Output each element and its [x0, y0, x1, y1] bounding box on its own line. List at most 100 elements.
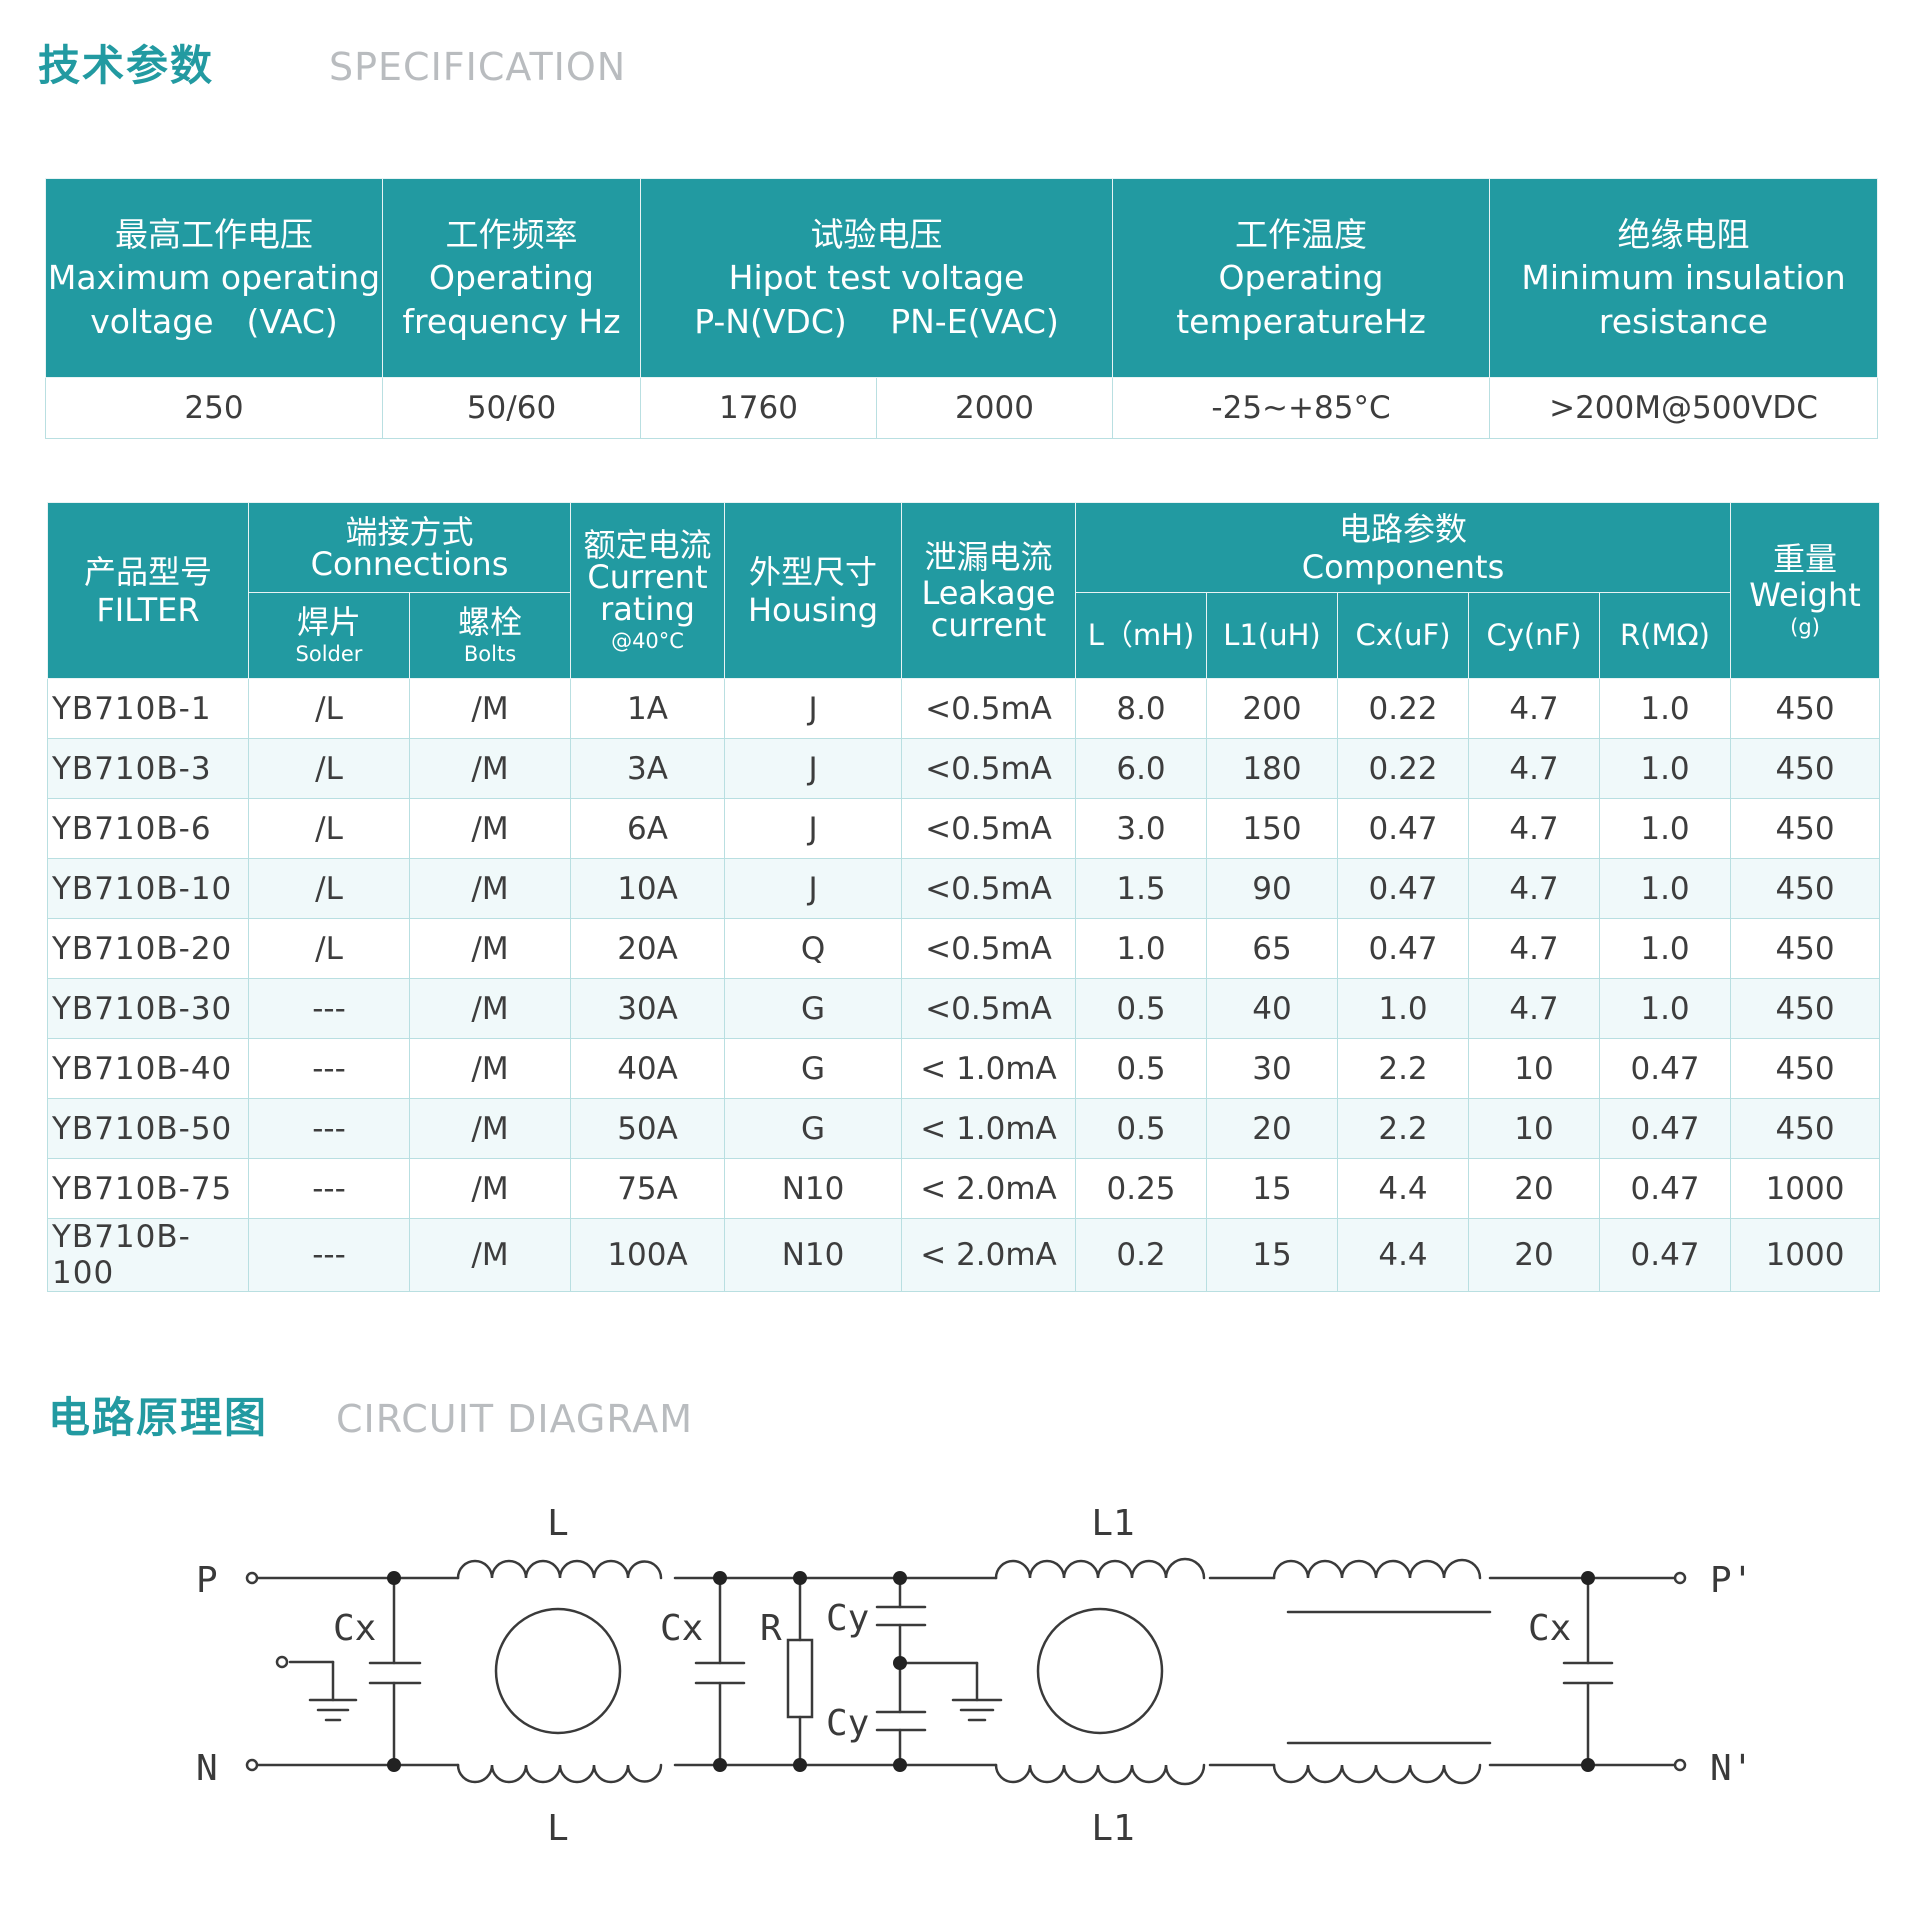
circuit-title-en: CIRCUIT DIAGRAM — [336, 1397, 693, 1441]
cell-cx: 0.47 — [1337, 918, 1470, 979]
label-p-out: P' — [1710, 1560, 1753, 1601]
header-housing: 外型尺寸 Housing — [724, 502, 903, 679]
header-l1: L1(uH) — [1206, 592, 1339, 679]
header-solder: 焊片 Solder — [248, 592, 410, 679]
cell-weight: 450 — [1730, 738, 1881, 799]
header-current: 额定电流 Current rating @40°C — [570, 502, 726, 679]
spec-title-en: SPECIFICATION — [329, 45, 627, 89]
cell-l1: 150 — [1206, 798, 1339, 859]
cell-l: 1.0 — [1075, 918, 1208, 979]
cell-current: 50A — [570, 1098, 726, 1159]
cell-current: 6A — [570, 798, 726, 859]
cell-cx: 2.2 — [1337, 1038, 1470, 1099]
cell-cy: 4.7 — [1468, 738, 1601, 799]
cell-l: 0.25 — [1075, 1158, 1208, 1219]
cell-l1: 20 — [1206, 1098, 1339, 1159]
spec-header-hipot: 试验电压 Hipot test voltage P-N(VDC) PN-E(VA… — [639, 178, 1114, 378]
cell-leakage: <0.5mA — [901, 858, 1077, 919]
cell-cy: 10 — [1468, 1038, 1601, 1099]
cell-r: 0.47 — [1599, 1038, 1732, 1099]
resistor-r — [786, 1638, 814, 1719]
cell-solder: --- — [248, 1098, 410, 1159]
cell-current: 40A — [570, 1038, 726, 1099]
cell-r: 1.0 — [1599, 978, 1732, 1039]
cell-housing: J — [724, 738, 903, 799]
cell-weight: 450 — [1730, 918, 1881, 979]
cell-solder: --- — [248, 1038, 410, 1099]
cell-cx: 4.4 — [1337, 1158, 1470, 1219]
cell-housing: G — [724, 978, 903, 1039]
spec-value-frequency: 50/60 — [382, 377, 641, 439]
cell-model: YB710B-3 — [47, 738, 249, 799]
cell-weight: 450 — [1730, 1038, 1881, 1099]
inductor-l-bottom — [456, 1763, 663, 1784]
cell-l: 0.5 — [1075, 1038, 1208, 1099]
header-connections: 端接方式 Connections — [247, 502, 572, 593]
cell-l1: 180 — [1206, 738, 1339, 799]
spec-table: 最高工作电压 Maximum operating voltage (VAC) 工… — [45, 178, 1879, 439]
spec-header-insulation: 绝缘电阻 Minimum insulation resistance — [1489, 178, 1879, 378]
cell-bolts: /M — [408, 1158, 572, 1219]
inductor-l1b-top — [1272, 1558, 1482, 1580]
cell-cy: 4.7 — [1468, 798, 1601, 859]
cell-weight: 450 — [1730, 678, 1881, 739]
cell-cy: 4.7 — [1468, 678, 1601, 739]
cell-model: YB710B-30 — [47, 978, 249, 1039]
cell-cy: 20 — [1468, 1158, 1601, 1219]
cell-r: 0.47 — [1599, 1218, 1732, 1292]
header-cy: Cy(nF) — [1468, 592, 1601, 679]
cell-leakage: <0.5mA — [901, 678, 1077, 739]
spec-value-insulation: >200M@500VDC — [1489, 377, 1879, 439]
cell-r: 1.0 — [1599, 918, 1732, 979]
terminal-n-out — [1673, 1758, 1687, 1772]
cell-weight: 450 — [1730, 1098, 1881, 1159]
header-weight: 重量 Weight (g) — [1730, 502, 1881, 679]
cell-l1: 65 — [1206, 918, 1339, 979]
cell-housing: G — [724, 1098, 903, 1159]
cell-bolts: /M — [408, 1098, 572, 1159]
cell-l: 0.5 — [1075, 978, 1208, 1039]
cell-current: 20A — [570, 918, 726, 979]
cell-r: 1.0 — [1599, 678, 1732, 739]
cell-weight: 1000 — [1730, 1218, 1881, 1292]
header-leakage: 泄漏电流 Leakage current — [901, 502, 1077, 679]
inductor-l1-bottom — [994, 1763, 1206, 1786]
cell-solder: --- — [248, 1218, 410, 1292]
cell-r: 0.47 — [1599, 1158, 1732, 1219]
cell-solder: /L — [248, 798, 410, 859]
core-circle-l1 — [1036, 1607, 1164, 1735]
cell-bolts: /M — [408, 1218, 572, 1292]
cell-solder: --- — [248, 1158, 410, 1219]
cell-current: 75A — [570, 1158, 726, 1219]
cell-l: 6.0 — [1075, 738, 1208, 799]
cell-cy: 20 — [1468, 1218, 1601, 1292]
cell-r: 1.0 — [1599, 858, 1732, 919]
label-cy-top: Cy — [826, 1598, 869, 1639]
label-cy-bottom: Cy — [826, 1703, 869, 1744]
cell-l: 3.0 — [1075, 798, 1208, 859]
cell-solder: /L — [248, 678, 410, 739]
label-l1-bottom: L1 — [1091, 1808, 1134, 1849]
cell-model: YB710B-20 — [47, 918, 249, 979]
label-cx-mid: Cx — [660, 1608, 703, 1649]
header-l: L（mH) — [1075, 592, 1208, 679]
cell-bolts: /M — [408, 918, 572, 979]
spec-header-voltage: 最高工作电压 Maximum operating voltage (VAC) — [45, 178, 383, 378]
header-r: R(MΩ) — [1599, 592, 1732, 679]
label-r: R — [760, 1608, 782, 1649]
cell-l1: 30 — [1206, 1038, 1339, 1099]
label-p: P — [196, 1560, 218, 1601]
cell-model: YB710B-6 — [47, 798, 249, 859]
spec-header-temperature: 工作温度 Operating temperatureHz — [1112, 178, 1491, 378]
cell-l1: 40 — [1206, 978, 1339, 1039]
header-model: 产品型号 FILTER — [47, 502, 249, 679]
spec-value-temperature: -25~+85°C — [1112, 377, 1491, 439]
cell-weight: 450 — [1730, 858, 1881, 919]
terminal-p — [245, 1571, 259, 1585]
